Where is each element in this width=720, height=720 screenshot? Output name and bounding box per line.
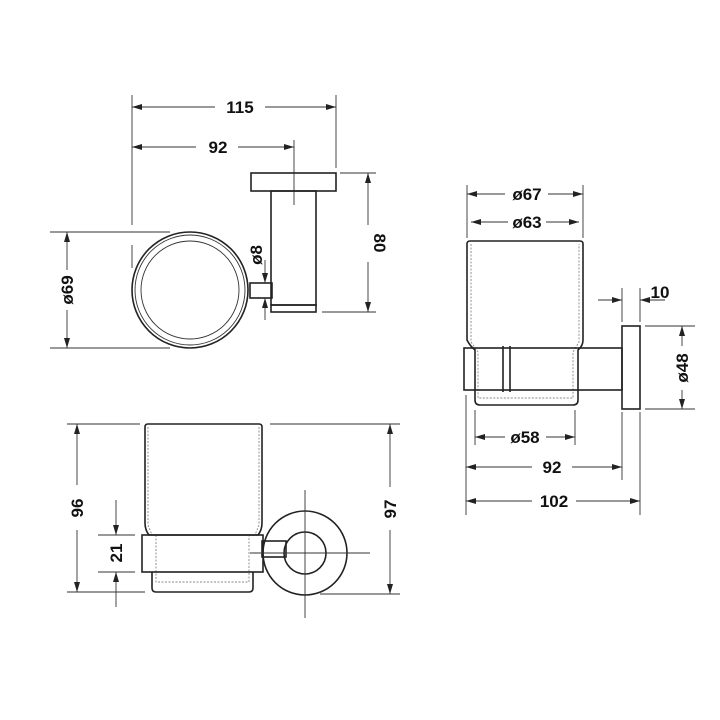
dim-92-top: 92 <box>209 138 228 157</box>
cup-base <box>151 572 254 593</box>
dim-115: 115 <box>226 98 253 117</box>
dim-o58: ø58 <box>510 428 539 447</box>
cup-ring-outer <box>131 231 249 349</box>
dim-97: 97 <box>381 500 400 519</box>
cup-front <box>144 423 263 536</box>
cup-ring-inner <box>140 240 240 340</box>
dim-o63: ø63 <box>512 213 541 232</box>
front-view: 96 21 97 <box>67 423 400 618</box>
holder-band <box>141 534 264 573</box>
dim-80: 80 <box>370 234 389 253</box>
post-foot <box>270 304 317 313</box>
dim-o48: ø48 <box>673 353 692 382</box>
wall-post <box>270 190 317 306</box>
wall-plate <box>621 325 641 410</box>
dim-o67: ø67 <box>512 185 541 204</box>
arm <box>249 282 273 299</box>
dim-10: 10 <box>651 283 670 302</box>
dim-21: 21 <box>107 544 126 563</box>
cup-side <box>466 240 584 406</box>
arm-side <box>463 347 623 391</box>
dim-o69: ø69 <box>58 275 77 304</box>
wall-flange <box>250 172 337 192</box>
dim-o8: ø8 <box>247 245 266 265</box>
arm-front <box>261 540 287 558</box>
top-view: 115 92 ø69 ø8 80 <box>50 95 389 349</box>
dim-96: 96 <box>68 499 87 518</box>
side-view: ø67 ø63 10 ø48 ø58 92 102 <box>463 185 695 515</box>
dim-92-side: 92 <box>543 458 562 477</box>
dim-102: 102 <box>540 492 568 511</box>
